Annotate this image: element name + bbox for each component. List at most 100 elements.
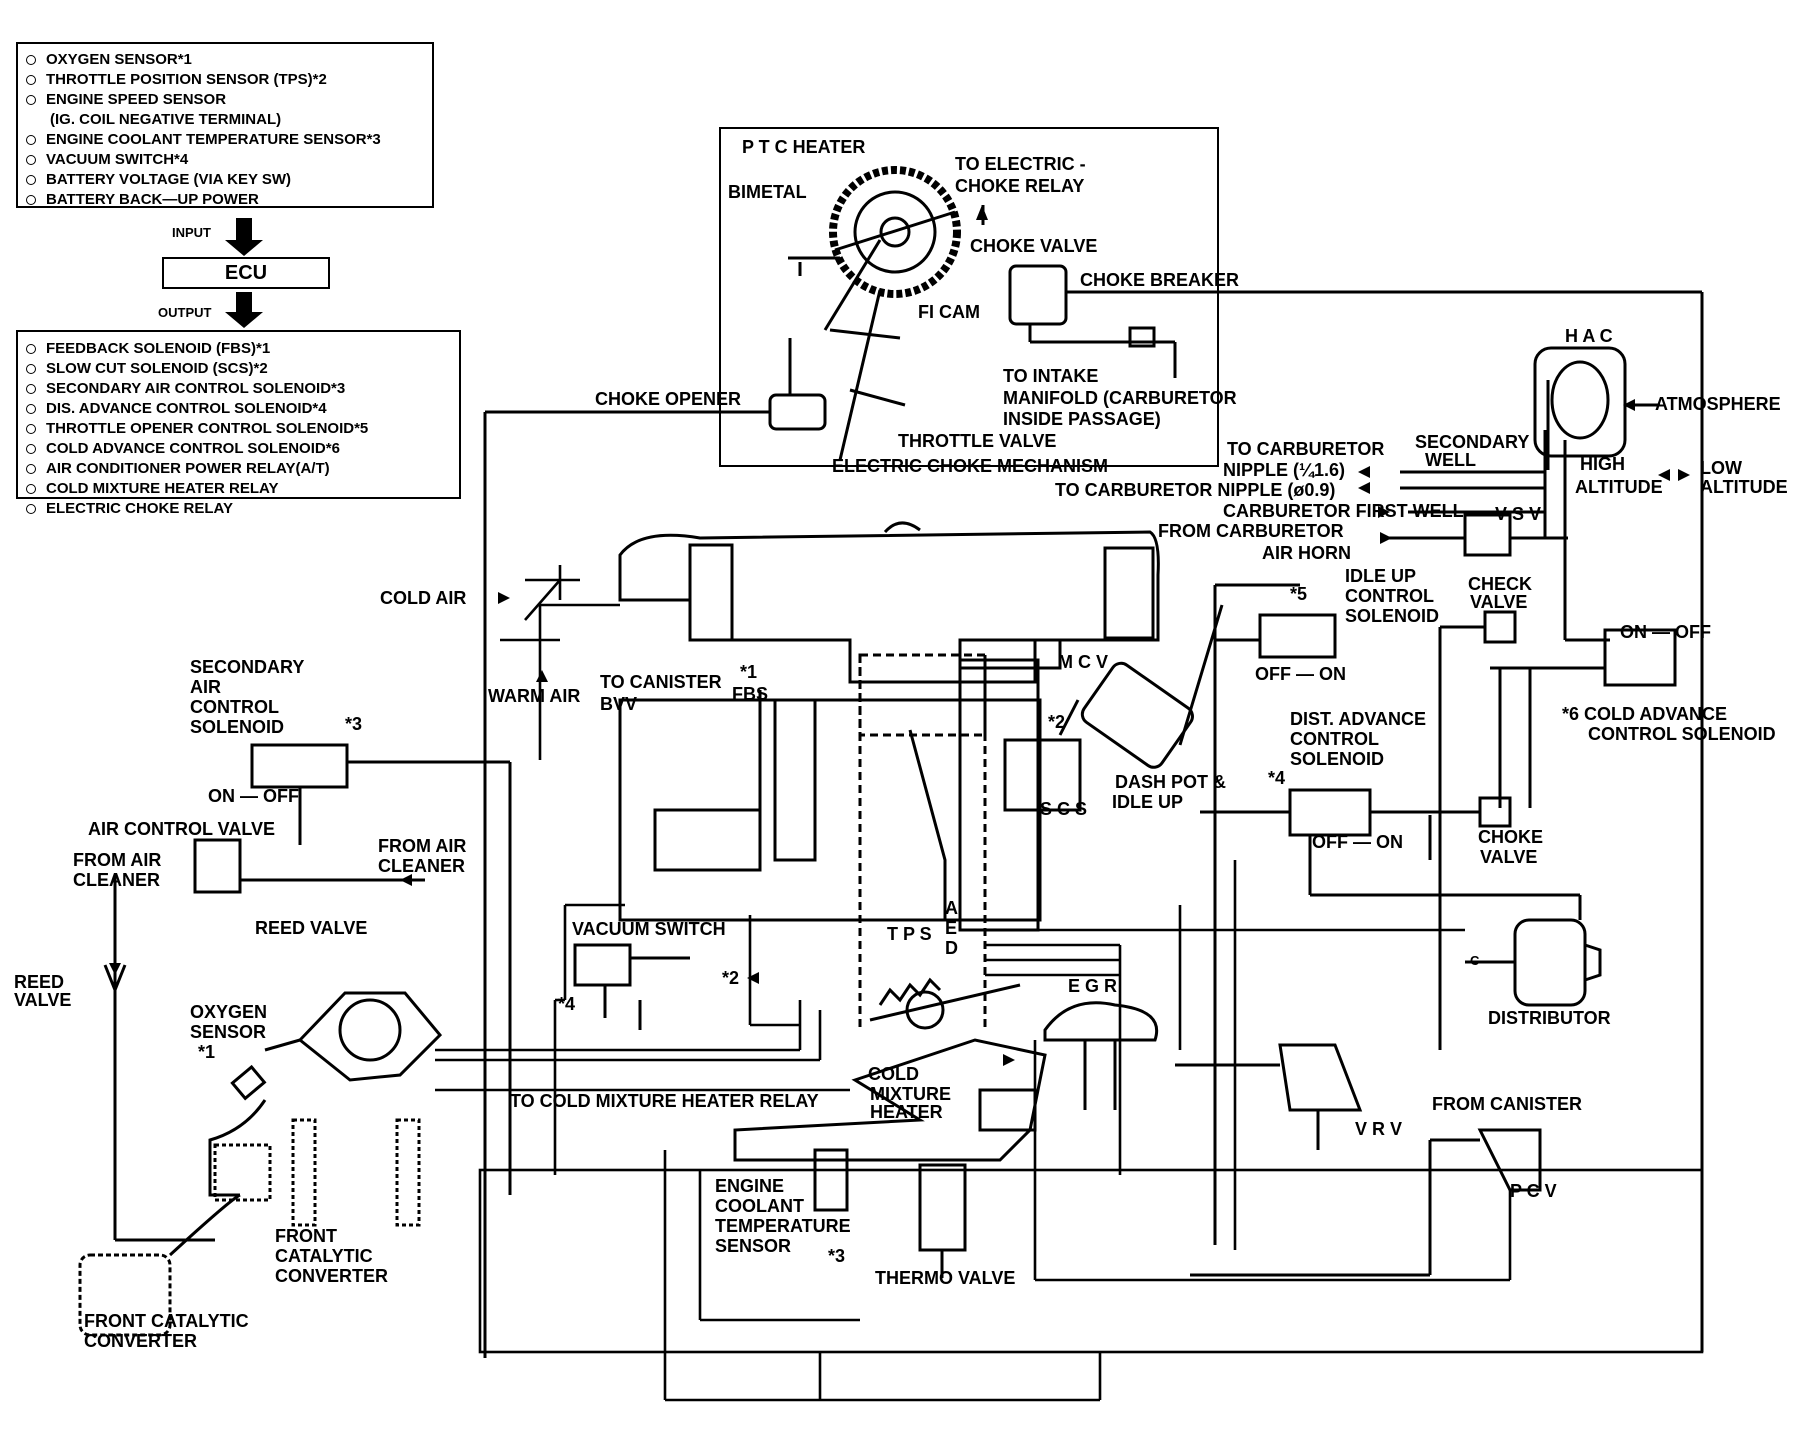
- label-star5: *5: [1290, 584, 1307, 604]
- distributor: [1465, 918, 1602, 1007]
- label-electric-choke-mechanism: ELECTRIC CHOKE MECHANISM: [832, 456, 1108, 476]
- label-a: A: [945, 898, 958, 918]
- label-to-carb-1: TO CARBURETOR: [1227, 439, 1384, 459]
- output-list-item: ELECTRIC CHOKE RELAY: [26, 499, 451, 519]
- label-choke-relay: CHOKE RELAY: [955, 176, 1084, 196]
- label-high: HIGH: [1580, 454, 1625, 474]
- output-list-item: AIR CONDITIONER POWER RELAY(A/T): [26, 459, 451, 479]
- label-converter: CONVERTER: [275, 1266, 388, 1286]
- bullet-icon: [26, 484, 36, 495]
- label-control: CONTROL: [1345, 586, 1434, 606]
- input-arrow: [225, 218, 263, 256]
- oxygen-sensor-device: [230, 1064, 267, 1101]
- label-bvv: BVV: [600, 694, 637, 714]
- label-star4-b: *4: [558, 994, 575, 1014]
- label-valve: VALVE: [1470, 592, 1527, 612]
- bullet-icon: [26, 424, 36, 435]
- label-oxygen: OXYGEN: [190, 1002, 267, 1022]
- bullet-icon: [26, 384, 36, 395]
- label-control-3: CONTROL: [190, 697, 279, 717]
- carburetor-body: [618, 638, 1082, 1030]
- label-star6-cold-advance: *6 COLD ADVANCE: [1562, 704, 1727, 724]
- bullet-icon: [26, 464, 36, 475]
- label-ptc-heater: P T C HEATER: [742, 137, 865, 157]
- label-bimetal: BIMETAL: [728, 182, 807, 202]
- label-star3-a: *3: [345, 714, 362, 734]
- output-list-item-text: AIR CONDITIONER POWER RELAY(A/T): [46, 460, 330, 477]
- label-on-off-1: ON — OFF: [1620, 622, 1711, 642]
- bullet-icon: [26, 344, 36, 355]
- label-cold-air: COLD AIR: [380, 588, 466, 608]
- label-manifold: MANIFOLD (CARBURETOR: [1003, 388, 1237, 408]
- label-reed-valve: REED VALVE: [255, 918, 367, 938]
- input-list-item-text: (IG. COIL NEGATIVE TERMINAL): [50, 111, 282, 128]
- air-cleaner-housing: [618, 521, 1160, 684]
- label-from-carburetor: FROM CARBURETOR: [1158, 521, 1344, 541]
- output-list-item-text: SLOW CUT SOLENOID (SCS)*2: [46, 360, 268, 377]
- label-to-intake: TO INTAKE: [1003, 366, 1098, 386]
- label-to-electric: TO ELECTRIC -: [955, 154, 1086, 174]
- input-list-item-text: VACUUM SWITCH*4: [46, 151, 189, 168]
- label-tps: T P S: [887, 924, 932, 944]
- label-egr: E G R: [1068, 976, 1117, 996]
- label-control-2: CONTROL: [1290, 729, 1379, 749]
- output-list-item-text: SECONDARY AIR CONTROL SOLENOID*3: [46, 380, 346, 397]
- output-list-item: SLOW CUT SOLENOID (SCS)*2: [26, 359, 451, 379]
- output-list-item: DIS. ADVANCE CONTROL SOLENOID*4: [26, 399, 451, 419]
- label-dist-advance: DIST. ADVANCE: [1290, 709, 1426, 729]
- output-list-item: COLD ADVANCE CONTROL SOLENOID*6: [26, 439, 451, 459]
- output-list-item-text: ELECTRIC CHOKE RELAY: [46, 500, 233, 517]
- label-air-control-valve: AIR CONTROL VALVE: [88, 819, 275, 839]
- label-idle-up: IDLE UP: [1345, 566, 1416, 586]
- input-list-item: ENGINE SPEED SENSOR: [26, 90, 424, 110]
- label-catalytic: CATALYTIC: [275, 1246, 373, 1266]
- flow-arrows: [109, 205, 1690, 1066]
- label-cleaner-2: CLEANER: [378, 856, 465, 876]
- output-list-item: THROTTLE OPENER CONTROL SOLENOID*5: [26, 419, 451, 439]
- bullet-icon: [26, 135, 36, 146]
- electric-choke-frame: [719, 127, 1219, 467]
- label-low-altitude: ALTITUDE: [1700, 477, 1788, 497]
- label-solenoid-2: SOLENOID: [1290, 749, 1384, 769]
- label-throttle-valve: THROTTLE VALVE: [898, 431, 1056, 451]
- label-star4-a: *4: [1268, 768, 1285, 788]
- label-from-air-2: FROM AIR: [378, 836, 466, 856]
- idle-up-solenoid: [1213, 583, 1337, 1245]
- label-low: LOW: [1700, 458, 1742, 478]
- input-list-item-text: BATTERY BACK—UP POWER: [46, 191, 259, 208]
- label-air-horn: AIR HORN: [1262, 543, 1351, 563]
- output-list-item-text: COLD MIXTURE HEATER RELAY: [46, 480, 279, 497]
- label-to-carb-2: TO CARBURETOR NIPPLE (ø0.9): [1055, 480, 1335, 500]
- label-pcv: P C V: [1510, 1181, 1557, 1201]
- vrv-valve: [1175, 1043, 1363, 1150]
- label-engine: ENGINE: [715, 1176, 784, 1196]
- input-list-item: OXYGEN SENSOR*1: [26, 50, 424, 70]
- output-list-item: COLD MIXTURE HEATER RELAY: [26, 479, 451, 499]
- label-solenoid-3: SOLENOID: [190, 717, 284, 737]
- label-thermo-valve: THERMO VALVE: [875, 1268, 1015, 1288]
- input-list-item-text: THROTTLE POSITION SENSOR (TPS)*2: [46, 71, 327, 88]
- label-carb-first-well: CARBURETOR FIRST WELL: [1223, 501, 1464, 521]
- egr-valve: [1043, 1001, 1158, 1110]
- hac-valve: [1533, 346, 1660, 470]
- secondary-air-solenoid: [250, 743, 512, 1195]
- dash-pot: [1080, 604, 1224, 769]
- tps-sensor: [869, 977, 1021, 1030]
- label-c: C: [1470, 953, 1480, 968]
- label-distributor: DISTRIBUTOR: [1488, 1008, 1611, 1028]
- label-d: D: [945, 938, 958, 958]
- bullet-icon: [26, 364, 36, 375]
- vacuum-hose-network: [435, 565, 1704, 1402]
- label-to-cold-mixture: TO COLD MIXTURE HEATER RELAY: [510, 1091, 819, 1111]
- bullet-icon: [26, 175, 36, 186]
- label-vrv: V R V: [1355, 1119, 1402, 1139]
- label-e: E: [945, 918, 957, 938]
- label-star2-b: *2: [722, 968, 739, 988]
- label-cleaner: CLEANER: [73, 870, 160, 890]
- input-list-item-text: OXYGEN SENSOR*1: [46, 51, 192, 68]
- label-on-off-2: ON — OFF: [208, 786, 299, 806]
- output-list-item: SECONDARY AIR CONTROL SOLENOID*3: [26, 379, 451, 399]
